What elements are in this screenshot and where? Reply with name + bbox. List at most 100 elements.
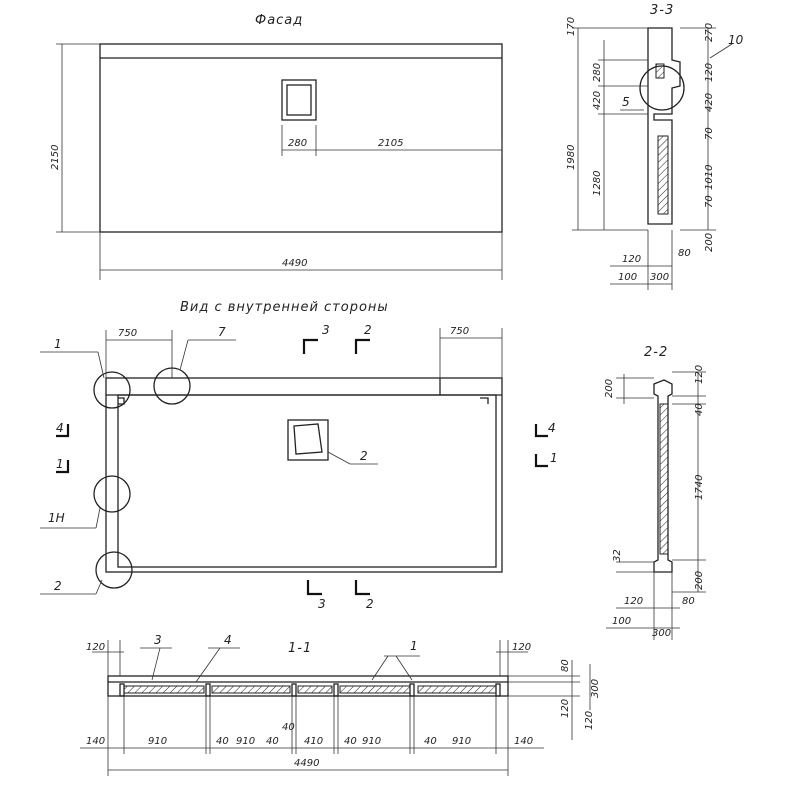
s33-dim-170: 170 xyxy=(566,17,577,36)
s11-dim-top-120a: 120 xyxy=(86,642,105,653)
facade-window xyxy=(281,79,317,121)
section-3-3-insulation xyxy=(657,135,669,215)
s11-insulation-2 xyxy=(211,685,291,694)
s33-dim-80: 80 xyxy=(678,248,691,259)
s11-dim-b10: 140 xyxy=(514,736,533,747)
callout-circle-7 xyxy=(153,367,191,405)
section-2-2-title: 2-2 xyxy=(644,345,668,360)
section-mark-4-right: 4 xyxy=(548,421,556,435)
s33-dim-1010: 1010 xyxy=(704,165,715,190)
section-mark-3-top: 3 xyxy=(322,323,330,337)
inside-panel xyxy=(105,377,503,573)
s11-dim-b1: 910 xyxy=(148,736,167,747)
s11-dim-b3: 910 xyxy=(236,736,255,747)
facade-title: Фасад xyxy=(255,13,303,28)
s33-dim-1280: 1280 xyxy=(592,171,603,196)
callout-circle-2 xyxy=(95,551,133,589)
s11-insulation-4 xyxy=(339,685,411,694)
s33-dim-420r: 420 xyxy=(704,93,715,112)
callout-label-2a: 2 xyxy=(54,579,62,593)
s33-dim-300: 300 xyxy=(650,272,669,283)
s22-dim-100: 100 xyxy=(612,616,631,627)
s33-dim-70b: 70 xyxy=(704,195,715,208)
inside-window-inner xyxy=(293,423,323,455)
callout-circle-1h xyxy=(93,475,131,513)
s11-dim-b0: 140 xyxy=(86,736,105,747)
section-3-3-title: 3-3 xyxy=(650,3,674,18)
s33-dim-280: 280 xyxy=(592,63,603,82)
s33-dim-120b: 120 xyxy=(622,254,641,265)
section-mark-4-left: 4 xyxy=(56,421,64,435)
s22-dim-1740: 1740 xyxy=(694,475,705,500)
s11-dim-b5: 410 xyxy=(304,736,323,747)
callout-label-1: 1 xyxy=(54,337,62,351)
s11-dim-b7: 910 xyxy=(362,736,381,747)
section-3-3: 3-3 170 280 420 1980 1280 270 120 420 70… xyxy=(566,3,744,290)
callout-label-2b: 2 xyxy=(360,449,368,463)
facade-panel xyxy=(99,43,503,233)
s22-dim-40: 40 xyxy=(694,403,705,416)
s11-dim-b2: 40 xyxy=(216,736,229,747)
s11-dim-b8: 40 xyxy=(424,736,437,747)
inside-title: Вид с внутренней стороны xyxy=(180,300,389,315)
s33-dim-420: 420 xyxy=(592,91,603,110)
s11-dim-right-120a: 120 xyxy=(560,699,571,718)
s11-dim-b4: 40 xyxy=(266,736,279,747)
s11-callout-1: 1 xyxy=(410,639,418,653)
s33-dim-120: 120 xyxy=(704,63,715,82)
section-mark-2-top: 2 xyxy=(364,323,372,337)
s22-dim-32: 32 xyxy=(612,549,623,562)
facade-total-width-dim: 4490 xyxy=(282,258,307,269)
inside-left-dim: 750 xyxy=(118,328,137,339)
s11-dim-right-300: 300 xyxy=(590,679,601,698)
section-3-3-top-insert xyxy=(655,63,665,79)
section-mark-2-bottom: 2 xyxy=(366,597,374,611)
s11-insulation-5 xyxy=(417,685,497,694)
inside-view: Вид с внутренней стороны 750 750 1 7 1Н xyxy=(40,300,558,611)
section-mark-1-right: 1 xyxy=(550,451,558,465)
s22-dim-200r: 200 xyxy=(694,571,705,590)
s11-dim-right-120b: 120 xyxy=(584,711,595,730)
facade-view: Фасад 280 2105 2150 4490 xyxy=(50,13,503,280)
s33-dim-70a: 70 xyxy=(704,127,715,140)
section-1-1-slab xyxy=(107,675,509,697)
s33-callout-10: 10 xyxy=(728,33,744,47)
facade-window-width-dim: 280 xyxy=(288,138,307,149)
s22-dim-120: 120 xyxy=(694,365,705,384)
s11-callout-4: 4 xyxy=(224,633,232,647)
section-2-2-profile xyxy=(653,379,673,573)
s11-insulation-1 xyxy=(123,685,205,694)
section-mark-1-left: 1 xyxy=(56,457,64,471)
section-mark-3-bottom: 3 xyxy=(318,597,326,611)
s22-dim-80: 80 xyxy=(682,596,695,607)
s11-dim-top-120b: 120 xyxy=(512,642,531,653)
facade-window-inner xyxy=(286,84,312,116)
callout-label-1h: 1Н xyxy=(48,511,65,525)
s11-dim-b6: 40 xyxy=(344,736,357,747)
callout-label-7: 7 xyxy=(218,325,226,339)
s22-dim-120b: 120 xyxy=(624,596,643,607)
inside-right-dim: 750 xyxy=(450,326,469,337)
s11-callout-3: 3 xyxy=(154,633,162,647)
s33-dim-270: 270 xyxy=(704,23,715,42)
callout-circle-1 xyxy=(93,371,131,409)
s22-dim-200: 200 xyxy=(604,379,615,398)
s11-mid-dim: 40 xyxy=(282,722,295,733)
facade-height-dim: 2150 xyxy=(50,145,61,170)
s33-dim-200: 200 xyxy=(704,233,715,252)
section-1-1: 1-1 3 4 1 120 120 xyxy=(80,633,601,776)
section-3-3-callout-circle xyxy=(639,65,685,111)
s11-total-width-dim: 4490 xyxy=(294,758,319,769)
s22-dim-300: 300 xyxy=(652,628,671,639)
inside-panel-inner xyxy=(117,394,497,568)
section-2-2-insulation xyxy=(659,403,669,555)
facade-window-offset-dim: 2105 xyxy=(378,138,403,149)
section-2-2: 2-2 200 32 120 40 1740 200 120 80 100 30… xyxy=(604,345,706,640)
s33-callout-5: 5 xyxy=(622,95,630,109)
section-1-1-title: 1-1 xyxy=(288,641,312,656)
s33-dim-100: 100 xyxy=(618,272,637,283)
s11-insulation-3 xyxy=(297,685,333,694)
s33-dim-1980: 1980 xyxy=(566,145,577,170)
s11-dim-right-80: 80 xyxy=(560,659,571,672)
